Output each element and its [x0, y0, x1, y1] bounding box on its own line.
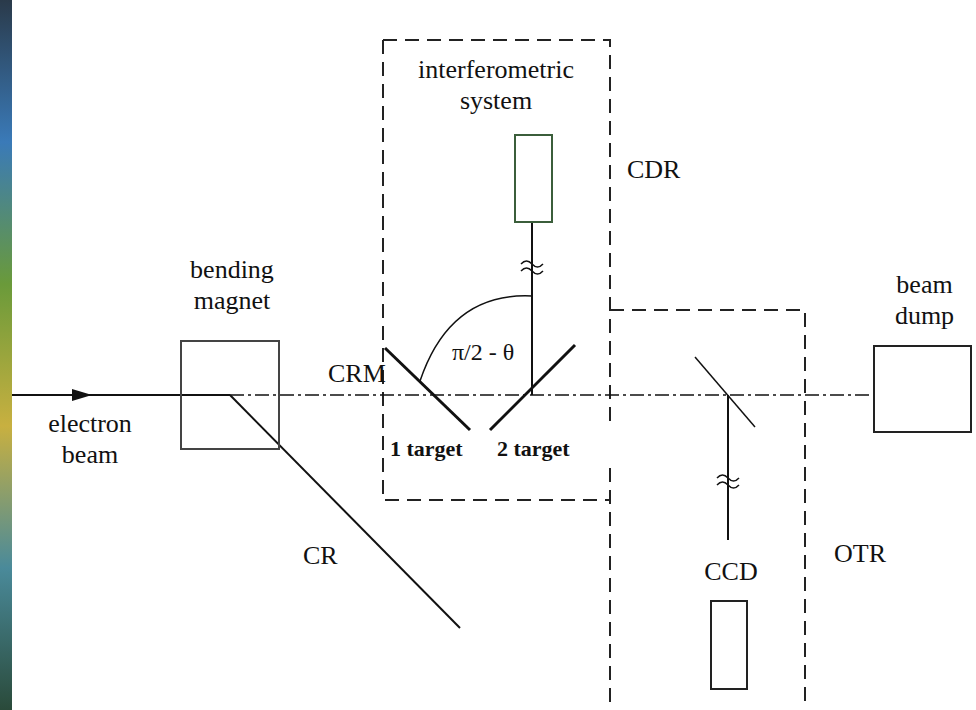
interferometer-detector [515, 135, 552, 222]
region-label: OTR [834, 538, 914, 569]
target-label: 1 target [390, 436, 490, 462]
electron-beam-line [12, 394, 230, 396]
cr-line [230, 395, 460, 628]
cdr-ray [531, 222, 533, 395]
otr-region: OTRCCD [610, 310, 805, 705]
region-title: interferometric system [401, 54, 591, 116]
region-label: CDR [627, 154, 707, 185]
cdr-region-outline [383, 40, 610, 705]
beam-label: electron beam [20, 408, 160, 470]
break-mark [717, 475, 739, 488]
beam-arrowhead [72, 389, 92, 401]
otr-region-outline [610, 310, 805, 705]
angle-arc [420, 296, 532, 381]
otr-ray [727, 395, 729, 540]
device-label: bending magnet [172, 254, 292, 316]
device-label: CCD [671, 556, 791, 587]
beam-dump: beam dump [873, 345, 972, 433]
bending-magnet: bending magnet [180, 340, 280, 450]
beam-axis [230, 394, 280, 396]
target-label: 2 target [497, 436, 597, 462]
radiation-label: CR [303, 540, 353, 571]
otr-mirror [695, 357, 755, 427]
photo-strip [0, 0, 12, 710]
device-label: beam dump [875, 269, 974, 331]
cdr-region: interferometric systemCDR [383, 40, 610, 500]
break-mark [521, 261, 543, 274]
angle-label: π/2 - θ [452, 338, 528, 367]
ccd-camera: CCD [710, 600, 748, 690]
beam-axis [280, 394, 873, 396]
part-label: CRM [328, 358, 388, 389]
